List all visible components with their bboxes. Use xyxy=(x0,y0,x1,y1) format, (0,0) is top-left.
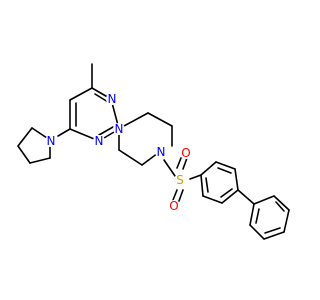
bond-s-o-bottom-b xyxy=(178,189,184,202)
bond-phenyl1-double-3 xyxy=(205,177,209,193)
bond-phenyl2-double-3 xyxy=(255,208,260,224)
atom-n-pyrimidine-bottom: N xyxy=(93,134,105,148)
bond-phenyl1-1 xyxy=(200,161,217,176)
bond-phenyl2-5 xyxy=(249,224,265,240)
atom-n-pyrimidine-top: N xyxy=(106,92,118,106)
bond-phenyl2-1 xyxy=(253,195,275,205)
bond-phenyl1-double-1 xyxy=(217,167,232,174)
atom-oxygen-bottom: O xyxy=(168,199,180,213)
bond-n-sulfur xyxy=(163,159,176,177)
bond-pyrimidine-double-2 xyxy=(98,126,114,136)
atom-n-pyrimidine-bottom-label: N xyxy=(95,134,104,148)
bond-phenyl2-6 xyxy=(249,203,255,226)
bond-phenyl2-double-1 xyxy=(275,201,285,212)
atom-sulfur: S xyxy=(174,173,186,187)
bond-sulfur-phenyl xyxy=(189,174,202,180)
molecule-structure-diagram: N N N N N S O O xyxy=(17,63,290,240)
atoms: N N N N N S O O xyxy=(45,92,192,213)
bond-s-o-bottom-a xyxy=(172,189,178,201)
bond-phenyl2-4 xyxy=(263,231,285,240)
atom-n-pyrrolidine: N xyxy=(45,134,57,148)
bond-pyrimidine-c5-c4 xyxy=(69,87,93,101)
bond-c6-pyrrolidine-n xyxy=(57,128,71,137)
bond-s-o-top-a xyxy=(176,157,182,169)
bond-pyrrolidine-3 xyxy=(17,145,31,164)
atom-n-piperazine-right-label: N xyxy=(157,145,166,159)
bond-phenyl1-4 xyxy=(221,189,239,204)
bond-pyrrolidine-4 xyxy=(29,157,51,164)
bond-phenyl1-3 xyxy=(234,168,239,191)
atom-oxygen-top: O xyxy=(180,146,192,160)
bond-biphenyl-link xyxy=(237,189,255,205)
bonds xyxy=(17,63,290,240)
atom-n-pyrimidine-top-label: N xyxy=(108,92,117,106)
atom-n-piperazine-left-label: N xyxy=(115,122,124,136)
bond-phenyl1-5 xyxy=(202,195,223,204)
bond-phenyl2-double-2 xyxy=(264,227,281,234)
atom-n-piperazine-right: N xyxy=(155,145,167,159)
bond-piperazine-1 xyxy=(123,112,149,127)
bond-phenyl2-2 xyxy=(273,195,290,211)
bond-pyrrolidine-2 xyxy=(17,127,33,147)
bond-piperazine-5 xyxy=(118,149,143,166)
atom-sulfur-label: S xyxy=(176,173,184,187)
bond-piperazine-2 xyxy=(147,112,173,127)
bond-piperazine-4 xyxy=(141,152,159,166)
atom-n-pyrrolidine-label: N xyxy=(47,134,56,148)
bond-phenyl1-double-2 xyxy=(220,188,233,198)
atom-n-piperazine-left: N xyxy=(113,122,125,136)
bond-pyrimidine-double-1 xyxy=(94,93,109,103)
atom-oxygen-top-label: O xyxy=(181,146,190,160)
bond-phenyl2-3 xyxy=(283,209,290,233)
atom-oxygen-bottom-label: O xyxy=(169,199,178,213)
bond-phenyl1-6 xyxy=(200,174,204,197)
bond-s-o-top-b xyxy=(182,157,188,170)
bond-phenyl1-2 xyxy=(215,161,236,170)
